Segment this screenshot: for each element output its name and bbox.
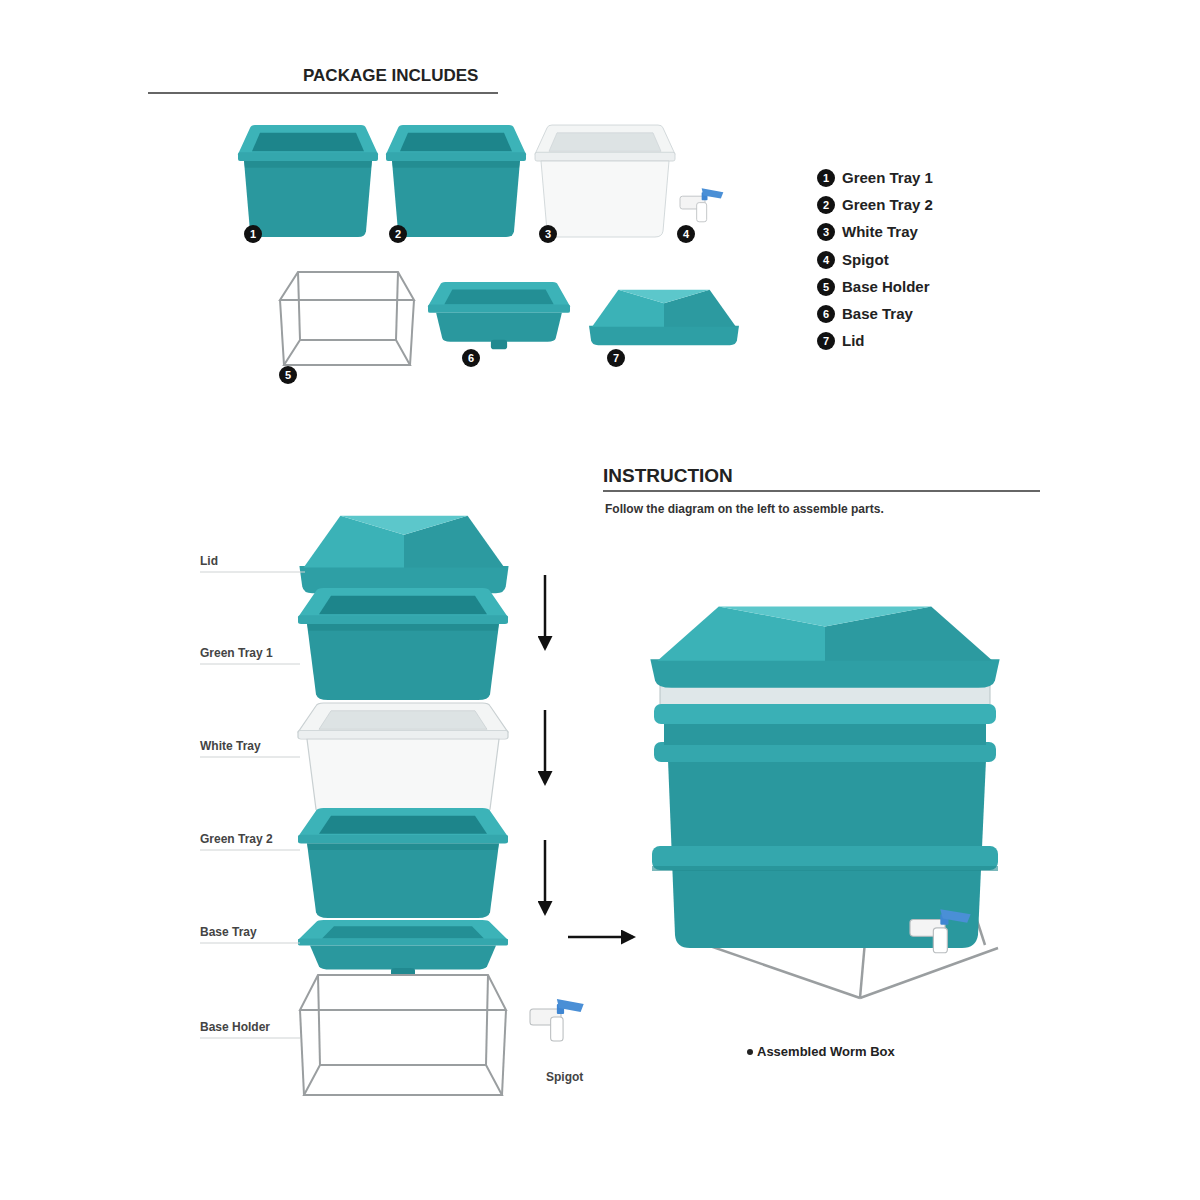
instruction-text: Follow the diagram on the left to assemb… <box>605 503 884 517</box>
callout-number: 5 <box>823 281 829 294</box>
part-name: Green Tray 2 <box>842 196 933 213</box>
callout-number: 1 <box>823 172 829 185</box>
part-label: Green Tray 2 <box>200 833 273 847</box>
part-name: Spigot <box>842 251 889 268</box>
part-label: Base Holder <box>200 1021 270 1035</box>
part-label: Spigot <box>546 1071 583 1085</box>
part-label: Lid <box>200 555 218 569</box>
section-heading: PACKAGE INCLUDES <box>303 66 478 86</box>
callout-number: 4 <box>683 228 689 241</box>
callout-number: 2 <box>395 228 401 241</box>
callout-number: 1 <box>250 228 256 241</box>
part-name: Base Holder <box>842 278 930 295</box>
callout-number: 2 <box>823 199 829 212</box>
assembled-label: Assembled Worm Box <box>757 1045 895 1060</box>
callout-number: 6 <box>468 352 474 365</box>
callout-number: 7 <box>613 352 619 365</box>
callout-number: 3 <box>823 226 829 239</box>
callout-number: 4 <box>823 254 829 267</box>
part-label: Green Tray 1 <box>200 647 273 661</box>
part-name: White Tray <box>842 223 918 240</box>
callout-number: 5 <box>285 369 291 382</box>
part-label: White Tray <box>200 740 261 754</box>
part-label: Base Tray <box>200 926 257 940</box>
part-name: Green Tray 1 <box>842 169 933 186</box>
part-name: Base Tray <box>842 305 913 322</box>
callout-number: 7 <box>823 335 829 348</box>
callout-number: 6 <box>823 308 829 321</box>
part-name: Lid <box>842 332 865 349</box>
callout-number: 3 <box>545 228 551 241</box>
section-heading: INSTRUCTION <box>603 465 733 487</box>
